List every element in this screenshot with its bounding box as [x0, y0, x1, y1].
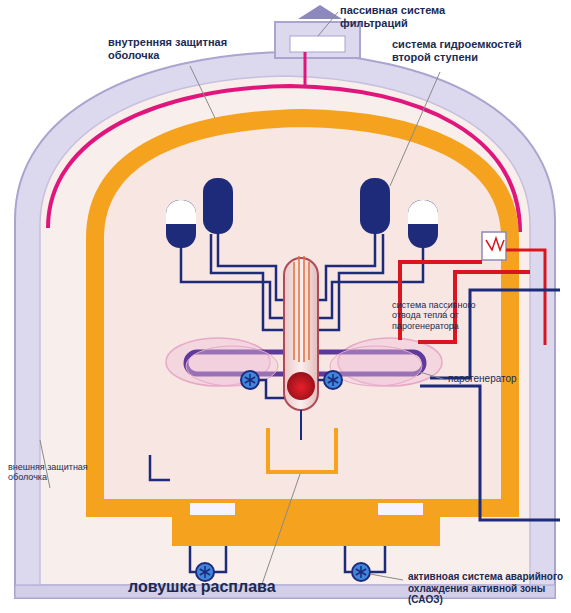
- accumulator-pipes: [150, 234, 423, 480]
- accumulator-tank: [166, 200, 196, 248]
- control-rods: [294, 256, 309, 362]
- steam-generator: [330, 346, 422, 386]
- filter-box: [290, 36, 345, 52]
- outer-shell: [15, 52, 555, 598]
- callout-label: пассивная система фильтраций: [340, 4, 460, 29]
- sump: [378, 503, 423, 515]
- callout-label: активноая система аварийного охлаждения …: [408, 571, 568, 606]
- heat-removal-line: [506, 250, 545, 345]
- reactor-vessel: [284, 258, 318, 410]
- accumulator-tank: [360, 178, 390, 234]
- callout-label: внутренняя защитная оболочка: [108, 36, 243, 61]
- outer-shell-cavity: [40, 76, 530, 585]
- callout-label: парогенератор: [448, 373, 558, 385]
- coolant-pipe: [259, 380, 284, 398]
- tank-gas: [166, 200, 196, 224]
- coolant-pipe: [318, 379, 324, 382]
- reactor-core: [287, 372, 315, 400]
- feedwater-line: [420, 386, 560, 520]
- filter-duct: [304, 52, 307, 86]
- heat-exchanger-box: [482, 232, 506, 260]
- pump-symbol: [241, 371, 342, 389]
- accumulator-tank: [408, 200, 438, 248]
- accumulator-tank: [203, 178, 233, 234]
- callout-label: ловушка расплава: [128, 578, 328, 596]
- sump: [190, 503, 235, 515]
- callout-label: система гидроемкостей второй ступени: [392, 38, 542, 63]
- tank-gas: [408, 200, 438, 224]
- callout-label: система пассивного отвода тепла от парог…: [392, 300, 497, 331]
- inner-shell-base: [172, 500, 440, 546]
- callout-label: внешняя защитная оболочка: [8, 462, 103, 483]
- vent-cap: [298, 5, 342, 19]
- coolant-pipe: [300, 410, 302, 440]
- heat-exchanger-coil: [486, 238, 504, 250]
- inner-shell: [95, 118, 510, 508]
